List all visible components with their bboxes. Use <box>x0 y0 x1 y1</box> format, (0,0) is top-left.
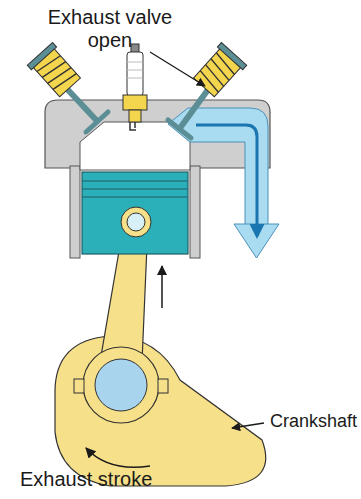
exhaust-valve-head <box>168 120 191 138</box>
rotation-arrow <box>86 448 150 467</box>
cylinder-wall <box>190 166 200 258</box>
crankshaft <box>55 336 266 486</box>
part-label: Exhaust valve open <box>35 6 185 52</box>
valve-spring <box>191 43 246 99</box>
valve-spring <box>27 43 82 99</box>
leader-line <box>232 423 264 428</box>
spark-plug <box>123 44 147 130</box>
piston <box>82 172 188 254</box>
combustion-chamber <box>80 122 190 170</box>
leader-line <box>150 52 205 86</box>
motion-arrow <box>161 266 163 308</box>
piston-pin <box>127 213 145 231</box>
piston-ring <box>82 181 188 197</box>
figure-caption: Exhaust stroke <box>20 468 152 491</box>
rod-bolt <box>74 379 84 393</box>
rod-small-end <box>121 207 151 237</box>
part-label: Crankshaft <box>270 411 357 432</box>
intake-valve-head <box>86 112 108 132</box>
rod-big-end <box>83 347 159 423</box>
exhaust-flow-arrow <box>196 125 257 236</box>
crank-journal <box>95 359 147 411</box>
rod-bolt <box>158 379 168 393</box>
cylinder-wall <box>70 166 80 258</box>
